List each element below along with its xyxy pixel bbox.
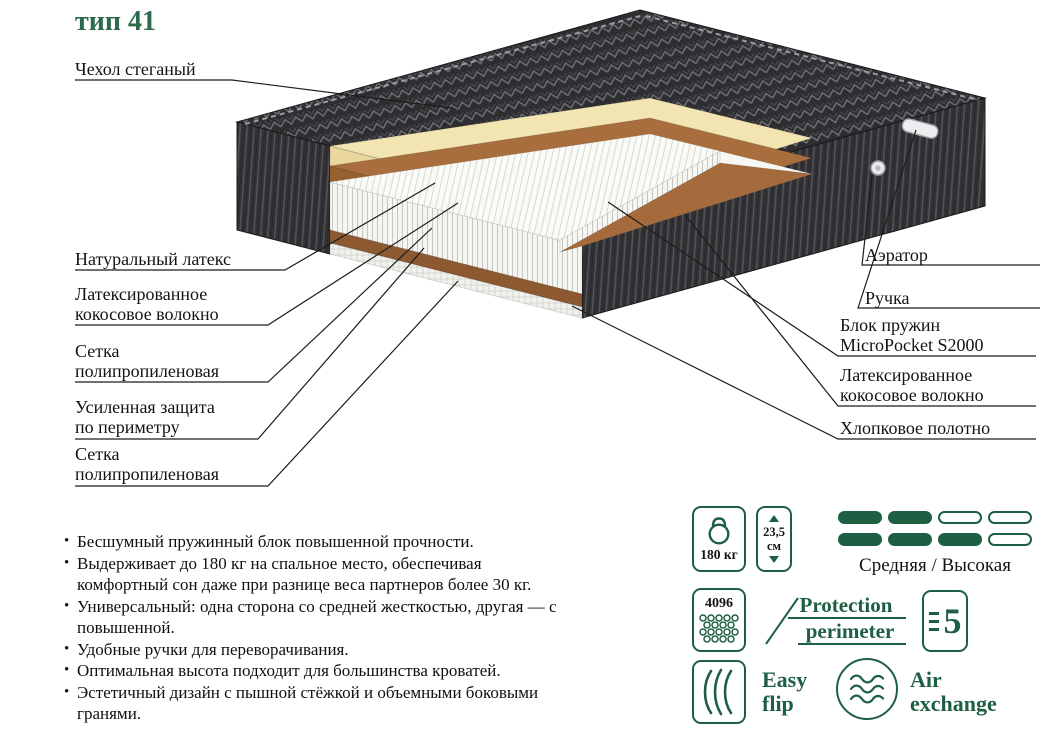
label-quilted-cover: Чехол стеганый — [75, 59, 196, 79]
kettlebell-icon — [708, 517, 730, 545]
easy-flip-badge — [692, 660, 746, 724]
leader-line — [861, 174, 1040, 266]
firmness-pill — [888, 511, 932, 524]
arrow-down-icon — [769, 556, 779, 563]
air-exchange-label: Air exchange — [910, 667, 997, 716]
leader-line — [75, 182, 436, 271]
document-lines-icon — [928, 611, 939, 631]
label-perimeter-protection: Усиленная защита по периметру — [75, 397, 215, 437]
handle-patch — [901, 118, 939, 139]
leader-line — [607, 201, 1036, 357]
feature-item: Удобные ручки для переворачивания. — [62, 639, 574, 661]
leader-lines — [75, 79, 1040, 487]
page-title: тип 41 — [75, 6, 157, 37]
feature-item: Универсальный: одна сторона со средней ж… — [62, 596, 574, 639]
leader-line — [75, 247, 425, 440]
leader-line — [75, 202, 459, 326]
firmness-label: Средняя / Высокая — [859, 555, 1011, 576]
aerator-dot-center — [875, 165, 881, 171]
firmness-row-bottom — [838, 533, 1034, 546]
pocket-springs-icon — [699, 614, 739, 643]
firmness-pill — [938, 533, 982, 546]
height-badge: 23,5 см — [756, 506, 792, 572]
feature-item: Выдерживает до 180 кг на спальное место,… — [62, 553, 574, 596]
firmness-pill — [888, 533, 932, 546]
xsec-cotton-mesh-layer — [329, 242, 583, 319]
springs-count-badge: 4096 — [692, 588, 746, 652]
slash-line — [765, 597, 799, 645]
firmness-pill — [838, 533, 882, 546]
protection-word-1: Protection — [800, 593, 893, 617]
firmness-pill — [988, 533, 1032, 546]
feature-item: Бесшумный пружинный блок повышенной проч… — [62, 531, 574, 553]
label-latex-coir-left: Латексированное кокосовое волокно — [75, 284, 219, 324]
max-weight-badge: 180 кг — [692, 506, 746, 572]
springs-wall — [559, 150, 721, 253]
air-exchange-badge — [836, 658, 898, 720]
leader-line — [571, 305, 1036, 440]
protection-word-2: perimeter — [806, 619, 895, 643]
warranty-years: 5 — [943, 601, 962, 641]
firmness-indicator: Средняя / Высокая — [838, 511, 1034, 577]
max-weight-value: 180 кг — [700, 547, 738, 562]
features-list: Бесшумный пружинный блок повышенной проч… — [62, 531, 574, 725]
height-value: 23,5 — [763, 525, 785, 539]
mattress-illustration — [75, 9, 1040, 487]
firmness-pill — [938, 511, 982, 524]
label-handle: Ручка — [865, 288, 910, 308]
leader-line — [684, 214, 1036, 407]
firmness-pill — [988, 511, 1032, 524]
feature-item: Эстетичный дизайн с пышной стёжкой и объ… — [62, 682, 574, 725]
height-unit: см — [766, 539, 782, 553]
label-cotton-cloth: Хлопковое полотно — [840, 418, 991, 438]
air-waves-icon — [849, 674, 885, 704]
stitch-line — [645, 15, 979, 101]
leader-line — [75, 227, 433, 383]
protection-perimeter-badge: Protection perimeter — [765, 593, 906, 645]
label-pp-mesh-top: Сетка полипропиленовая — [75, 341, 220, 381]
label-spring-block: Блок пружин MicroPocket S2000 — [840, 315, 984, 355]
label-natural-latex: Натуральный латекс — [75, 249, 231, 269]
springs-count-value: 4096 — [705, 596, 733, 611]
leader-line — [75, 79, 453, 109]
label-latex-coir-right: Латексированное кокосовое волокно — [840, 365, 984, 405]
firmness-pill — [838, 511, 882, 524]
label-aerator: Аэратор — [865, 245, 928, 265]
leader-line — [75, 280, 459, 487]
warranty-badge: 5 — [922, 590, 968, 652]
arrow-up-icon — [769, 515, 779, 522]
leader-line — [857, 129, 1040, 309]
easy-flip-label: Easy flip — [762, 667, 808, 716]
label-pp-mesh-bottom: Сетка полипропиленовая — [75, 444, 220, 484]
firmness-row-top — [838, 511, 1034, 524]
feature-item: Оптимальная высота подходит для большинс… — [62, 660, 574, 682]
flip-mattress-icon — [703, 668, 733, 716]
